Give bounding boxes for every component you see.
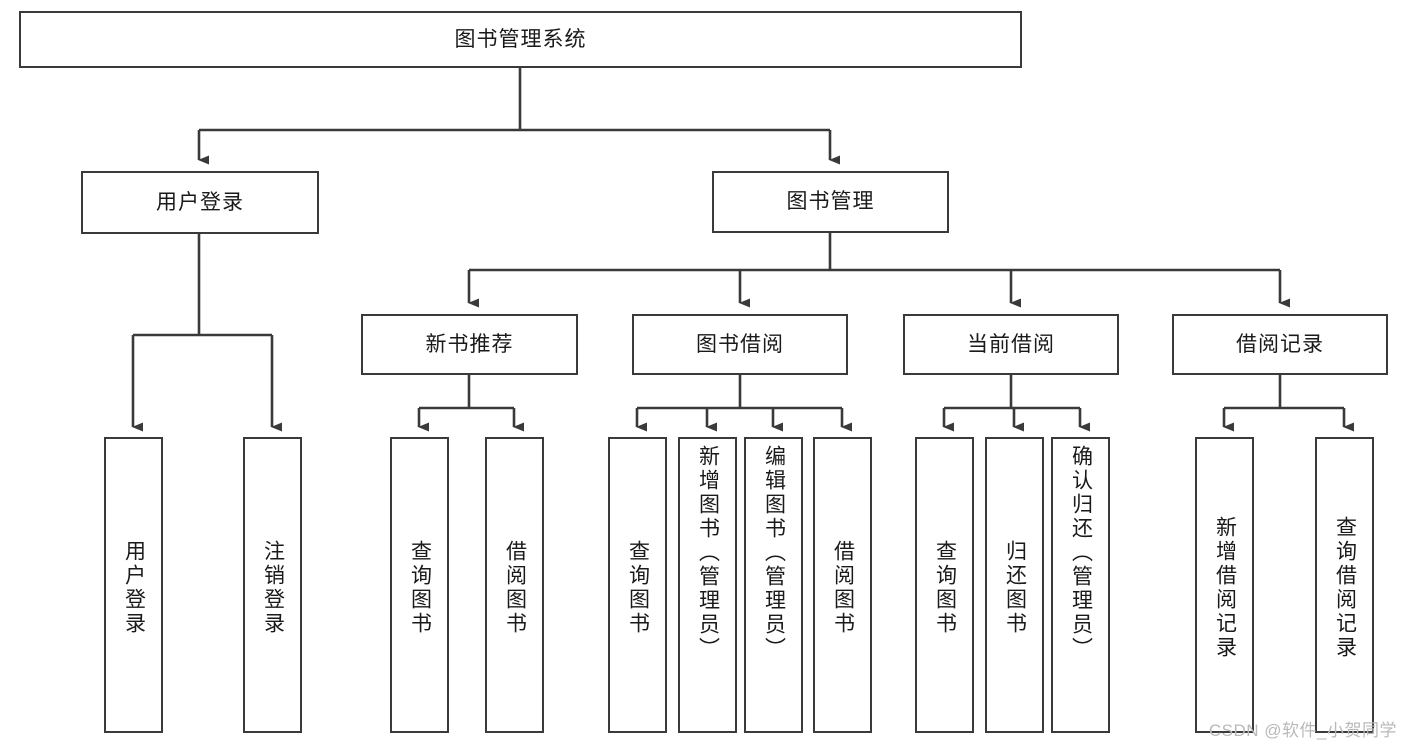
node-book-borrow-label: 图书借阅 xyxy=(696,332,784,356)
node-leaf-user-login-label: 用户登录 xyxy=(122,540,146,636)
node-leaf-confirm-return-label: 确认归还（管理员） xyxy=(1069,445,1093,661)
node-leaf-borrow-book-recommend-label: 借阅图书 xyxy=(503,540,527,636)
watermark-text: CSDN @软件_小贺同学 xyxy=(1208,721,1397,740)
node-user-login[interactable]: 用户登录 xyxy=(81,171,319,234)
node-root[interactable]: 图书管理系统 xyxy=(19,11,1022,68)
node-user-login-label: 用户登录 xyxy=(156,190,244,214)
node-leaf-add-book[interactable]: 新增图书（管理员） xyxy=(678,437,737,733)
node-new-book-recommend-label: 新书推荐 xyxy=(425,332,514,356)
node-leaf-confirm-return[interactable]: 确认归还（管理员） xyxy=(1051,437,1110,733)
node-new-book-recommend[interactable]: 新书推荐 xyxy=(361,314,578,375)
node-leaf-query-borrow-record[interactable]: 查询借阅记录 xyxy=(1315,437,1374,733)
edge-group-user-login xyxy=(131,234,282,432)
node-borrow-record[interactable]: 借阅记录 xyxy=(1172,314,1388,375)
node-root-label: 图书管理系统 xyxy=(454,27,587,51)
node-leaf-user-login[interactable]: 用户登录 xyxy=(104,437,163,733)
node-leaf-edit-book-label: 编辑图书（管理员） xyxy=(762,445,786,661)
edge-group-new-book-recommend xyxy=(417,375,524,432)
node-leaf-borrow-book-label: 借阅图书 xyxy=(831,540,855,636)
node-leaf-query-book-borrow-label: 查询图书 xyxy=(626,540,650,636)
node-leaf-add-borrow-record[interactable]: 新增借阅记录 xyxy=(1195,437,1254,733)
node-leaf-query-book-recommend-label: 查询图书 xyxy=(408,540,432,636)
node-book-management[interactable]: 图书管理 xyxy=(712,171,949,233)
node-leaf-add-book-label: 新增图书（管理员） xyxy=(696,445,720,661)
node-leaf-logout-label: 注销登录 xyxy=(261,540,285,636)
node-leaf-query-book-current[interactable]: 查询图书 xyxy=(915,437,974,733)
edge-group-borrow-record xyxy=(1222,375,1354,432)
node-leaf-query-book-current-label: 查询图书 xyxy=(933,540,957,636)
node-leaf-return-book[interactable]: 归还图书 xyxy=(985,437,1044,733)
node-leaf-borrow-book[interactable]: 借阅图书 xyxy=(813,437,872,733)
edge-group-root xyxy=(197,68,840,165)
node-leaf-query-book-recommend[interactable]: 查询图书 xyxy=(390,437,449,733)
node-leaf-borrow-book-recommend[interactable]: 借阅图书 xyxy=(485,437,544,733)
node-book-management-label: 图书管理 xyxy=(786,190,875,214)
node-borrow-record-label: 借阅记录 xyxy=(1236,332,1324,356)
node-current-borrow[interactable]: 当前借阅 xyxy=(903,314,1119,375)
node-leaf-add-borrow-record-label: 新增借阅记录 xyxy=(1213,516,1237,660)
node-leaf-return-book-label: 归还图书 xyxy=(1003,540,1027,636)
node-book-borrow[interactable]: 图书借阅 xyxy=(632,314,848,375)
node-current-borrow-label: 当前借阅 xyxy=(967,332,1055,356)
edge-group-current-borrow xyxy=(942,375,1090,432)
node-leaf-logout[interactable]: 注销登录 xyxy=(243,437,302,733)
edge-group-book-management xyxy=(467,233,1290,308)
node-leaf-query-book-borrow[interactable]: 查询图书 xyxy=(608,437,667,733)
node-leaf-edit-book[interactable]: 编辑图书（管理员） xyxy=(744,437,803,733)
node-leaf-query-borrow-record-label: 查询借阅记录 xyxy=(1333,516,1357,660)
edge-group-book-borrow xyxy=(635,375,852,432)
